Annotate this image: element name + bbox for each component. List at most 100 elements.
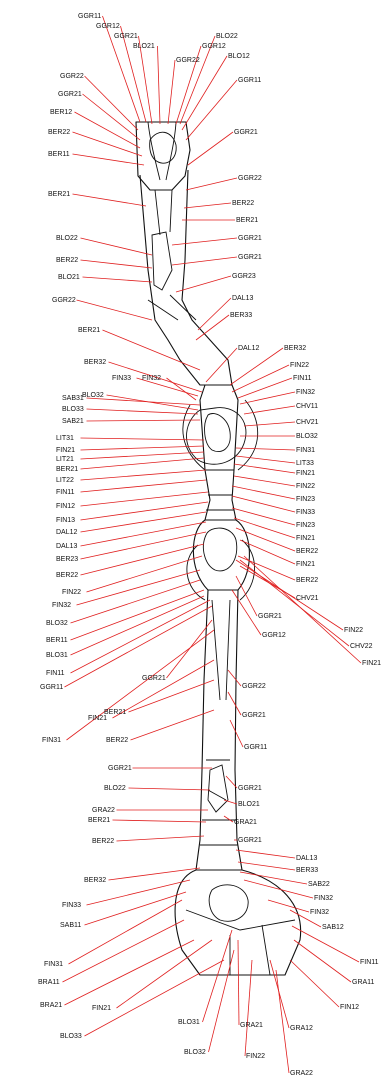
zone-label: BER22 [48, 129, 70, 136]
leader-line [81, 480, 207, 492]
leader-line [73, 154, 145, 165]
zone-label: BER21 [56, 466, 78, 473]
leader-line [232, 496, 295, 512]
zone-label: FIN32 [314, 895, 333, 902]
zone-label: BER32 [284, 345, 306, 352]
leader-line [236, 560, 343, 630]
leader-line [232, 486, 295, 499]
zone-label: GGR22 [242, 683, 266, 690]
zone-label: SAB11 [60, 922, 81, 929]
zone-label: GGR21 [238, 235, 262, 242]
zone-label: GGR12 [202, 43, 226, 50]
zone-label: FIN22 [344, 627, 363, 634]
zone-label: FIN22 [296, 483, 315, 490]
zone-label: BLO12 [228, 53, 250, 60]
zone-label: GGR21 [238, 785, 262, 792]
leader-line [236, 528, 295, 551]
leader-line [81, 544, 205, 575]
leader-line [129, 788, 211, 790]
leader-line [172, 257, 237, 265]
zone-label: BLO21 [238, 801, 260, 808]
leader-line [198, 298, 231, 330]
leader-line [224, 816, 233, 822]
leader-line [83, 277, 153, 282]
zone-label: FIN11 [293, 375, 312, 382]
zone-label: CHV11 [296, 403, 318, 410]
leader-line [73, 132, 143, 156]
zone-label: BLO33 [60, 1033, 82, 1040]
zone-label: GRA12 [290, 1025, 313, 1032]
leader-line [228, 692, 241, 715]
zone-label: FIN21 [296, 561, 315, 568]
zone-label: GRA22 [92, 807, 115, 814]
zone-label: FIN21 [56, 447, 75, 454]
zone-label: FIN33 [62, 902, 81, 909]
leader-line [131, 710, 215, 740]
leader-line [75, 112, 141, 148]
zone-label: GGR11 [238, 77, 261, 84]
zone-label: BLO21 [58, 274, 80, 281]
zone-label: BER21 [78, 327, 100, 334]
zone-label: FIN22 [290, 362, 309, 369]
zone-label: FIN12 [340, 1004, 359, 1011]
leader-line [240, 560, 349, 646]
leader-line [292, 926, 359, 962]
zone-label: BER22 [92, 838, 114, 845]
leader-line [158, 46, 161, 124]
zone-label: GGR21 [142, 675, 166, 682]
zone-label: BLO22 [104, 785, 126, 792]
leader-line [113, 660, 215, 718]
zone-label: FIN33 [112, 375, 131, 382]
zone-label: GGR22 [238, 175, 262, 182]
zone-label: FIN31 [296, 447, 315, 454]
zone-label: BER12 [50, 109, 72, 116]
zone-label: LIT21 [56, 456, 74, 463]
zone-label: DAL12 [56, 529, 78, 536]
leader-line [85, 892, 187, 925]
leader-line [117, 836, 205, 841]
leader-line [268, 900, 309, 912]
zone-label: BER33 [296, 867, 318, 874]
bone-outline [136, 122, 301, 975]
leader-line [236, 576, 257, 616]
leader-line [232, 508, 295, 525]
leader-line [81, 446, 205, 450]
zone-label: FIN31 [42, 737, 61, 744]
zone-label: DAL13 [56, 543, 78, 550]
leader-line [81, 492, 209, 506]
zone-label: BER21 [236, 217, 258, 224]
zone-label: CHV22 [350, 643, 373, 650]
zone-label: FIN23 [296, 496, 315, 503]
zone-label: BLO32 [296, 433, 318, 440]
leader-line [81, 458, 205, 469]
leader-line [85, 960, 225, 1036]
zone-label: FIN21 [88, 715, 107, 722]
leader-line [81, 438, 205, 440]
zone-label: FIN31 [44, 961, 63, 968]
zone-label: BLO22 [56, 235, 78, 242]
zone-label: GGR21 [108, 765, 132, 772]
zone-labels: GGR11GGR12GGR21BLO21GGR22GGR12BLO22BLO12… [38, 13, 381, 1077]
zone-label: GRA21 [234, 819, 257, 826]
leader-line [294, 940, 351, 982]
zone-label: GGR21 [234, 129, 258, 136]
leader-line [245, 960, 252, 1056]
zone-label: BER22 [232, 200, 254, 207]
leader-line [228, 670, 241, 686]
zone-label: GGR12 [262, 632, 286, 639]
zone-label: FIN11 [56, 489, 75, 496]
leader-line [238, 940, 239, 1025]
leader-line [182, 56, 227, 130]
zone-label: FIN33 [296, 509, 315, 516]
leader-line [71, 596, 205, 655]
zone-label: BLO32 [46, 620, 68, 627]
zone-label: DAL13 [296, 855, 318, 862]
leader-line [83, 94, 141, 140]
zone-label: FIN11 [360, 959, 379, 966]
zone-label: GGR11 [40, 684, 63, 691]
leader-line [65, 606, 213, 687]
zone-label: GGR23 [232, 273, 256, 280]
zone-label: FIN32 [52, 602, 71, 609]
zone-label: FIN11 [46, 670, 65, 677]
